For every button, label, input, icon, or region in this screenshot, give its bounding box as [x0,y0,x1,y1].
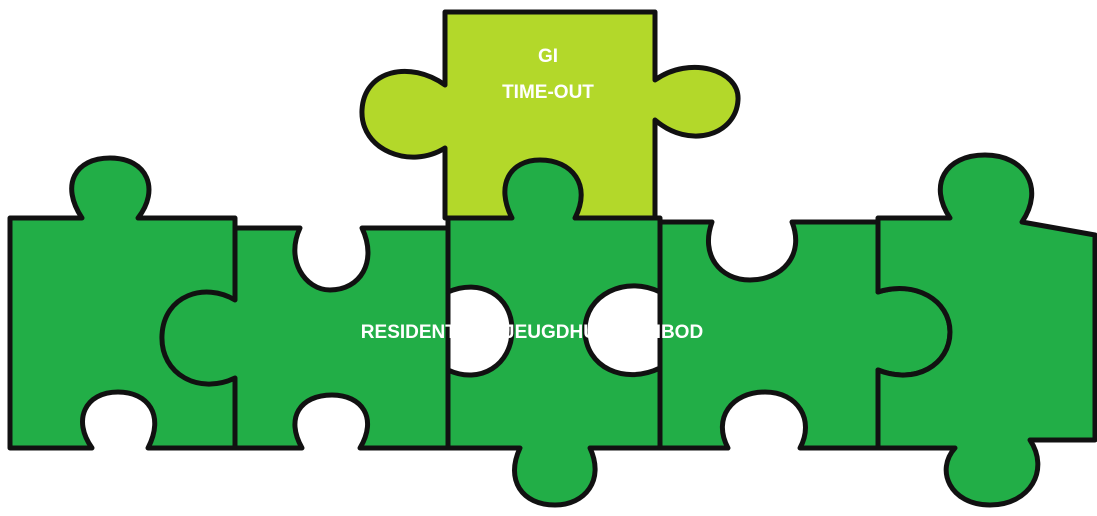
main-puzzle-piece-2 [159,225,451,451]
top-piece-label-line1: GI [538,46,558,67]
main-row-label: RESIDENTIEEL JEUGDHULPAANBOD [361,322,703,343]
top-piece-label-line2: TIME-OUT [502,82,594,103]
main-puzzle-piece-5 [875,152,1097,508]
